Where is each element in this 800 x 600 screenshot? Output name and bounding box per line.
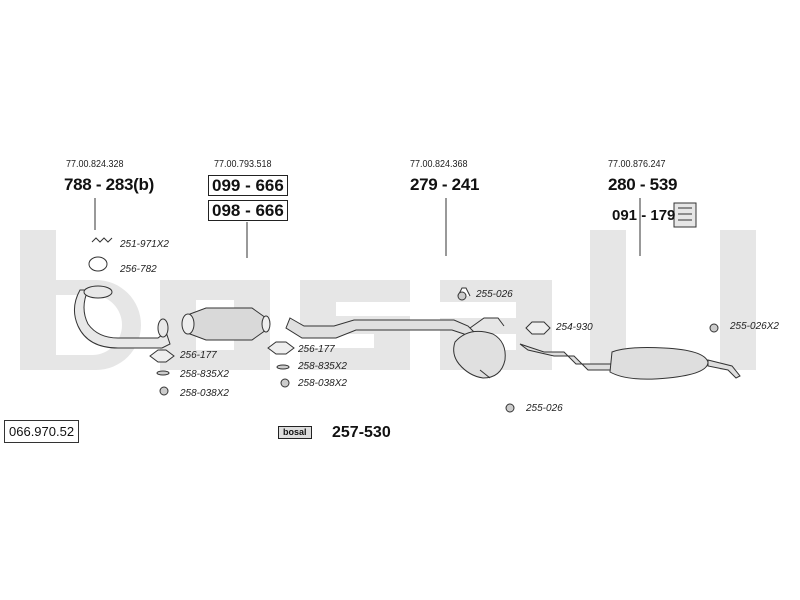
catalog-number: 066.970.52	[4, 420, 80, 443]
fitting-256-177-b: 256-177	[298, 344, 335, 355]
oe-ref-3: 77.00.824.368	[410, 159, 468, 170]
fitting-255-026-a: 255-026	[476, 289, 513, 300]
fitting-258-038x2-b: 258-038X2	[298, 378, 347, 389]
oe-ref-2: 77.00.793.518	[214, 159, 272, 170]
oe-ref-4: 77.00.876.247	[608, 159, 666, 170]
middle-silencer-279-241	[285, 317, 506, 379]
part-099-666: 099 - 666	[208, 175, 288, 196]
fitting-258-038x2-a: 258-038X2	[180, 388, 229, 399]
fitting-icons	[149, 287, 719, 413]
fitting-256-177-a: 256-177	[180, 350, 217, 361]
fitting-254-930: 254-930	[556, 322, 593, 333]
rear-silencer-280-539	[519, 202, 741, 380]
part-788-283: 788 - 283(b)	[64, 175, 154, 194]
part-098-666: 098 - 666	[208, 200, 288, 221]
mounting-kit-logo: bosal	[278, 426, 312, 439]
oe-ref-1: 77.00.824.328	[66, 159, 124, 170]
part-091-179: 091 - 179	[612, 207, 676, 224]
fitting-258-835x2-a: 258-835X2	[180, 369, 229, 380]
catalyst-099-666	[181, 307, 271, 341]
leader-lines	[94, 198, 641, 258]
part-279-241: 279 - 241	[410, 175, 480, 194]
part-280-539: 280 - 539	[608, 175, 678, 194]
fitting-256-782: 256-782	[120, 264, 157, 275]
fitting-251-971x2: 251-971X2	[120, 239, 169, 250]
mounting-kit-label: 257-530	[332, 424, 391, 441]
fitting-255-026x2: 255-026X2	[730, 321, 779, 332]
fitting-255-026-b: 255-026	[526, 403, 563, 414]
fitting-258-835x2-b: 258-835X2	[298, 361, 347, 372]
downpipe-788-283	[74, 237, 171, 349]
